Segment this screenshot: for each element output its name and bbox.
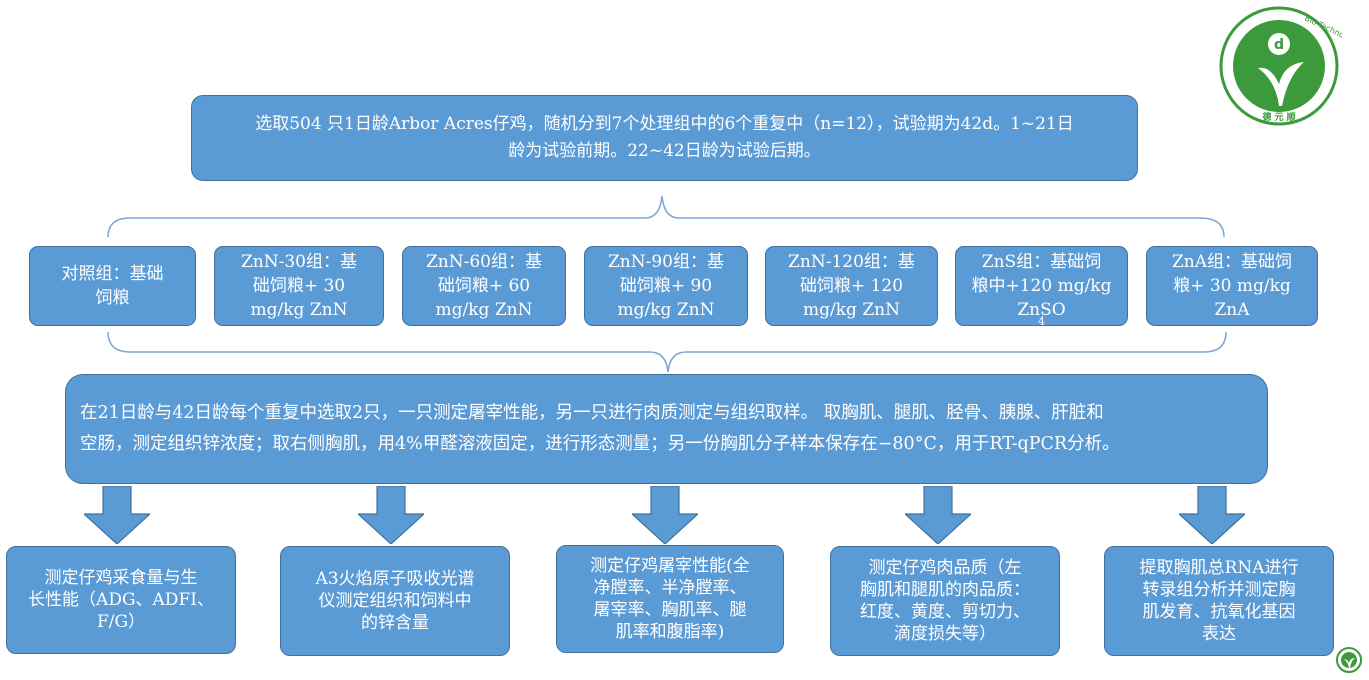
group-line: 础饲粮+ 60	[437, 276, 531, 296]
sampling-line-2: 空肠，测定组织锌浓度；取右侧胸肌，用4%甲醛溶液固定，进行形态测量；另一份胸肌分…	[80, 434, 1120, 454]
result-transcriptome: 提取胸肌总RNA进行转录组分析并测定胸肌发育、抗氧化基因表达	[1104, 546, 1334, 656]
group-line: ZnA组：基础饲	[1171, 252, 1293, 272]
result-line: 滴度损失等）	[894, 624, 996, 644]
group-line: ZnS组：基础饲	[981, 252, 1102, 272]
group-line: mg/kg ZnN	[435, 300, 533, 320]
group-line: 对照组：基础	[61, 264, 164, 284]
corner-logo-icon	[1336, 647, 1362, 673]
group-control: 对照组：基础饲粮	[29, 246, 196, 326]
group-line: 础饲粮+ 90	[619, 276, 713, 296]
formula-main: ZnSO	[1017, 300, 1066, 320]
result-line: 测定仔鸡采食量与生	[44, 568, 198, 588]
result-line: 测定仔鸡肉品质（左	[868, 558, 1022, 578]
down-arrow-icon	[632, 486, 698, 544]
group-line: ZnA	[1214, 300, 1250, 320]
study-design-box: 选取504 只1日龄Arbor Acres仔鸡，随机分到7个处理组中的6个重复中…	[191, 95, 1138, 181]
sampling-box: 在21日龄与42日龄每个重复中选取2只，一只测定屠宰性能，另一只进行肉质测定与组…	[65, 374, 1268, 484]
result-line: F/G）	[96, 612, 146, 632]
result-line: 表达	[1201, 624, 1236, 644]
result-line: 胸肌和腿肌的肉品质：	[860, 580, 1030, 600]
company-logo: d Bio-Technology 德 元 顺	[1219, 6, 1342, 126]
group-line: ZnN-90组：基	[607, 252, 724, 272]
down-arrow-icon	[905, 486, 971, 544]
result-slaughter-performance: 测定仔鸡屠宰性能(全净膛率、半净膛率、屠宰率、胸肌率、腿肌率和腹脂率)	[556, 545, 784, 653]
result-line: 肌发育、抗氧化基因	[1142, 602, 1296, 622]
result-line: A3火焰原子吸收光谱	[315, 569, 475, 589]
logo-letter: d	[1274, 37, 1284, 53]
group-znn-60: ZnN-60组：基础饲粮+ 60 mg/kg ZnN	[402, 246, 566, 326]
group-znn-30: ZnN-30组：基础饲粮+ 30 mg/kg ZnN	[214, 246, 384, 326]
logo-bottom-text: 德 元 顺	[1262, 111, 1295, 123]
result-line: 的锌含量	[361, 613, 429, 633]
result-meat-quality: 测定仔鸡肉品质（左胸肌和腿肌的肉品质：红度、黄度、剪切力、滴度损失等）	[830, 546, 1060, 656]
result-line: 长性能（ADG、ADFI、	[28, 590, 214, 610]
group-line: 饲粮	[95, 288, 130, 308]
result-line: 测定仔鸡屠宰性能(全	[590, 556, 750, 576]
group-line: ZnN-60组：基	[425, 252, 542, 272]
group-line: 粮中+120 mg/kg	[971, 276, 1112, 296]
top-bracket	[107, 195, 1225, 238]
study-design-line-2: 龄为试验前期。22~42日龄为试验后期。	[508, 141, 821, 161]
group-znn-120: ZnN-120组：基础饲粮+ 120 mg/kg ZnN	[765, 246, 938, 326]
bottom-bracket	[107, 331, 1227, 373]
result-line: 净膛率、半净膛率、	[593, 578, 747, 598]
sampling-line-1: 在21日龄与42日龄每个重复中选取2只，一只测定屠宰性能，另一只进行肉质测定与组…	[80, 403, 1104, 423]
result-line: 红度、黄度、剪切力、	[860, 602, 1030, 622]
group-znn-90: ZnN-90组：基础饲粮+ 90 mg/kg ZnN	[584, 246, 748, 326]
result-zinc-content: A3火焰原子吸收光谱仪测定组织和饲料中的锌含量	[280, 546, 510, 656]
result-line: 肌率和腹脂率)	[615, 622, 725, 642]
down-arrow-icon	[84, 486, 150, 544]
down-arrow-icon	[1179, 486, 1245, 544]
result-line: 提取胸肌总RNA进行	[1139, 558, 1299, 578]
result-line: 仪测定组织和饲料中	[318, 591, 472, 611]
group-line: 础饲粮+ 30	[252, 276, 346, 296]
group-line: 粮+ 30 mg/kg	[1173, 276, 1291, 296]
group-line: ZnN-120组：基	[788, 252, 915, 272]
down-arrow-icon	[358, 486, 424, 544]
result-line: 屠宰率、胸肌率、腿	[593, 600, 747, 620]
group-line: mg/kg ZnN	[617, 300, 715, 320]
group-line: mg/kg ZnN	[250, 300, 348, 320]
group-line: 础饲粮+ 120	[799, 276, 904, 296]
group-line: ZnN-30组：基	[240, 252, 357, 272]
result-line: 转录组分析并测定胸	[1142, 580, 1296, 600]
group-line: mg/kg ZnN	[803, 300, 900, 320]
study-design-line-1: 选取504 只1日龄Arbor Acres仔鸡，随机分到7个处理组中的6个重复中…	[255, 114, 1074, 134]
result-growth-performance: 测定仔鸡采食量与生长性能（ADG、ADFI、F/G）	[6, 546, 236, 654]
